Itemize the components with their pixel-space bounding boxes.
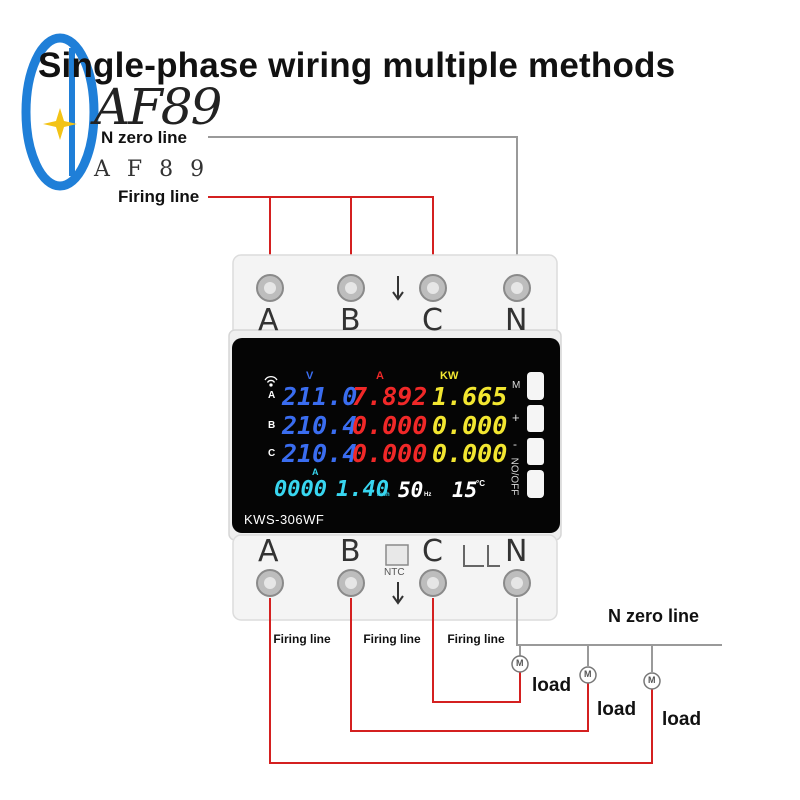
energy-value-2: 1.40 xyxy=(336,477,389,502)
bottom-terminal-b: B xyxy=(340,534,361,569)
energy-unit-top: A xyxy=(312,467,319,477)
firing-wire-c xyxy=(432,598,521,703)
current-c: 0.000 xyxy=(352,439,428,468)
ntc-label: NTC xyxy=(384,567,405,578)
voltage-c: 210.4 xyxy=(282,439,358,468)
power-c: 0.000 xyxy=(432,439,508,468)
frequency-unit: Hz xyxy=(424,492,432,498)
motor-icon-1 xyxy=(511,655,529,673)
phase-label-c: C xyxy=(268,448,276,459)
voltage-a: 211.0 xyxy=(282,382,358,411)
energy-unit: Kwh xyxy=(377,492,390,498)
bracket-symbol xyxy=(463,545,484,567)
phase-label-b: B xyxy=(268,420,276,431)
top-arrow-icon xyxy=(392,276,404,301)
firing-line-label-2: Firing line xyxy=(363,632,421,646)
top-neutral-wire xyxy=(208,136,518,288)
top-terminal-n: N xyxy=(505,303,528,338)
power-a: 1.665 xyxy=(432,382,508,411)
diagram-title: Single-phase wiring multiple methods xyxy=(38,46,676,85)
display-header-amp: A xyxy=(376,370,384,382)
top-terminal-a: A xyxy=(258,303,279,338)
motor-icon-2 xyxy=(579,666,597,684)
n-zero-line-label-top: N zero line xyxy=(101,128,187,147)
bottom-terminal-a: A xyxy=(258,534,279,569)
load-label-2: load xyxy=(597,699,637,720)
motor-letter-3: M xyxy=(648,675,656,685)
motor-letter-2: M xyxy=(584,669,592,679)
button-label-minus: - xyxy=(513,437,517,451)
firing-wire-a xyxy=(269,598,653,764)
bracket-symbol-2 xyxy=(487,545,500,567)
load-label-3: load xyxy=(662,709,702,730)
current-a: 7.892 xyxy=(352,382,428,411)
device-bottom-block xyxy=(232,534,558,621)
temperature-unit: °C xyxy=(476,479,485,488)
display-header-kw: KW xyxy=(440,370,459,382)
watermark-logo-icon xyxy=(21,33,99,191)
energy-value: 0000 xyxy=(274,477,327,502)
bottom-terminal-n: N xyxy=(505,534,528,569)
motor-letter-1: M xyxy=(516,658,524,668)
firing-wire-b xyxy=(350,598,589,732)
device-model: KWS-306WF xyxy=(244,512,325,527)
bottom-terminal-c: C xyxy=(422,534,443,569)
bottom-terminal-screws xyxy=(256,569,531,597)
firing-line-label-1: Firing line xyxy=(273,632,331,646)
bottom-neutral-wire xyxy=(516,598,722,646)
n-zero-line-label-bottom: N zero line xyxy=(608,606,700,626)
temperature-value: 15 xyxy=(452,478,478,502)
display-header-volt: V xyxy=(306,370,314,382)
wifi-icon xyxy=(264,376,278,387)
motor-icon-3 xyxy=(643,672,661,690)
voltage-b: 210.4 xyxy=(282,411,358,440)
watermark-logo-text: AF89 xyxy=(94,78,222,136)
button-label-m: M xyxy=(512,380,521,391)
watermark-sub-text: A F 8 9 xyxy=(94,157,210,182)
firing-line-label-top: Firing line xyxy=(118,187,200,206)
top-terminal-screws xyxy=(256,274,531,302)
load-label-1: load xyxy=(532,675,572,696)
button-label-on-off: NO/OFF xyxy=(508,457,520,496)
side-buttons xyxy=(527,372,544,498)
frequency-value: 50 xyxy=(398,478,424,502)
phase-label-a: A xyxy=(268,390,276,401)
top-terminal-b: B xyxy=(340,303,361,338)
display-screen xyxy=(232,338,560,533)
current-b: 0.000 xyxy=(352,411,428,440)
ntc-box xyxy=(385,544,409,566)
firing-line-label-3: Firing line xyxy=(447,632,505,646)
top-terminal-c: C xyxy=(422,303,443,338)
bottom-arrow-icon xyxy=(392,582,404,605)
power-b: 0.000 xyxy=(432,411,508,440)
button-label-plus: + xyxy=(512,410,520,425)
